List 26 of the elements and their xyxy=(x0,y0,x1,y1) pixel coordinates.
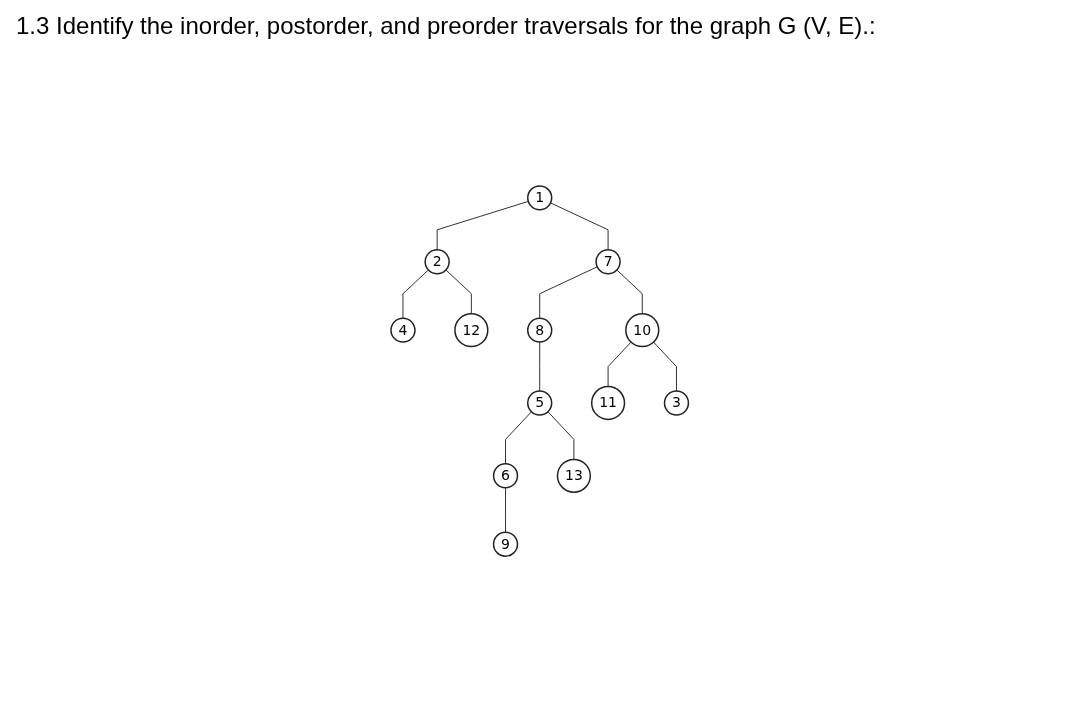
node-circle: 6 xyxy=(493,463,519,489)
connector xyxy=(445,269,473,315)
connector xyxy=(550,202,609,251)
node-circle: 5 xyxy=(527,390,553,416)
connector xyxy=(539,341,541,392)
node-circle: 9 xyxy=(493,531,519,557)
connector xyxy=(505,487,507,533)
connector xyxy=(436,200,530,251)
node-circle: 13 xyxy=(557,458,592,493)
title: 1.3 Identify the inorder, postorder, and preorder traversals for the graph G (V, E).: xyxy=(16,12,877,40)
node-circle: 4 xyxy=(390,317,416,343)
node-circle: 8 xyxy=(527,317,553,343)
connector xyxy=(505,411,533,465)
node-circle: 7 xyxy=(595,249,622,275)
connector xyxy=(547,411,575,460)
node-circle: 3 xyxy=(664,390,690,416)
connector xyxy=(402,269,430,319)
node-circle: 11 xyxy=(591,385,626,421)
connector xyxy=(539,266,599,319)
node-circle: 2 xyxy=(424,249,451,275)
node-circle: 12 xyxy=(454,312,489,348)
connector xyxy=(607,341,632,388)
node-circle: 1 xyxy=(527,185,553,211)
connector xyxy=(616,269,644,315)
connector xyxy=(653,341,678,392)
node-circle: 10 xyxy=(625,312,660,348)
